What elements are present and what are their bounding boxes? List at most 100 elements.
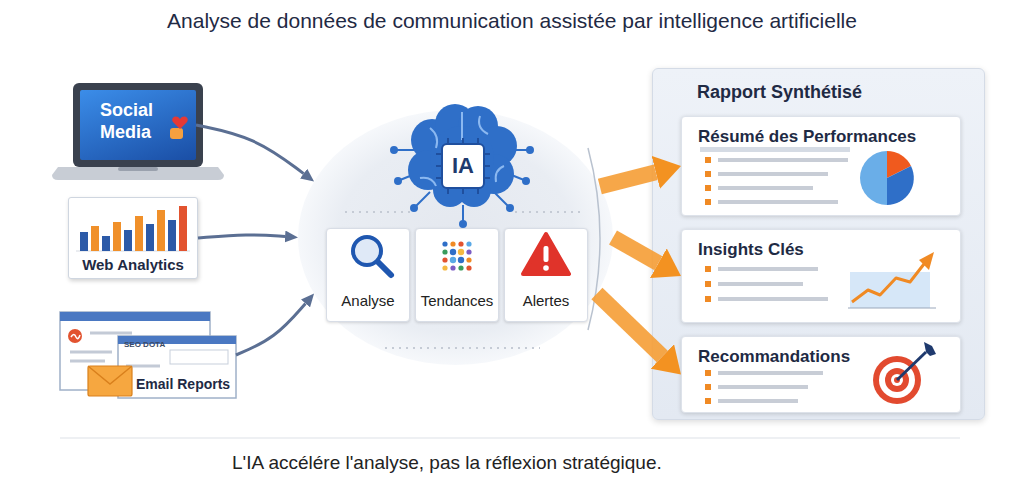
alert-icon xyxy=(523,234,569,274)
bar-chart-icon xyxy=(113,222,121,251)
laptop-illustration xyxy=(73,83,203,167)
analysis-box: Analyse xyxy=(326,228,410,322)
ai-brain-icon xyxy=(458,106,498,146)
flow-arrow xyxy=(196,125,304,174)
ai-brain-icon xyxy=(411,119,453,161)
diagram-caption: L'IA accélére l'analyse, pas la réflexio… xyxy=(232,452,662,474)
node-label: Recommandations xyxy=(698,347,850,367)
insights-card-art xyxy=(718,297,828,301)
ai-brain-icon xyxy=(477,188,479,194)
laptop-illustration xyxy=(52,83,224,180)
ai-brain-icon xyxy=(436,153,442,155)
flow-arrow xyxy=(236,303,306,355)
diagram-title: Analyse de données de communication assi… xyxy=(0,9,1024,33)
recommendations-card-art xyxy=(718,371,823,375)
summary-card-art xyxy=(705,157,711,163)
ai-brain-icon xyxy=(408,104,517,207)
email-windows-illustration xyxy=(88,366,132,384)
ai-brain-icon xyxy=(457,173,491,207)
ai-brain-icon xyxy=(477,126,517,166)
ai-brain-icon xyxy=(420,112,504,186)
ai-brain-icon xyxy=(436,138,490,194)
trends-box: Tendances xyxy=(415,228,499,322)
trend-dots-icon xyxy=(450,249,456,255)
ai-brain-icon xyxy=(462,138,464,144)
email-windows-illustration xyxy=(70,360,105,363)
ai-brain-icon xyxy=(462,205,464,222)
ai-brain-icon xyxy=(494,192,508,206)
ai-brain-icon xyxy=(391,147,533,227)
alert-icon xyxy=(523,234,569,274)
node-label: Email Reports xyxy=(136,376,230,392)
recommendations-card-art xyxy=(705,342,936,404)
node-label: Résumé des Performances xyxy=(698,127,916,147)
trend-dots-icon xyxy=(466,257,471,262)
flow-arrow xyxy=(613,238,658,264)
insights-card-art xyxy=(852,264,924,302)
ai-brain-icon xyxy=(416,192,430,206)
bar-chart-icon xyxy=(135,216,143,251)
trend-dots-icon xyxy=(450,257,456,263)
cloud-dotted-lines xyxy=(515,211,580,213)
summary-card-art xyxy=(860,151,887,205)
ai-brain-icon xyxy=(447,188,449,194)
ai-brain-icon xyxy=(436,177,442,179)
ai-brain-icon xyxy=(430,126,494,190)
recommendations-card-art xyxy=(873,356,921,404)
summary-card-art xyxy=(705,171,711,177)
summary-card-art xyxy=(700,147,914,205)
insights-card-art xyxy=(705,296,711,302)
ai-brain-icon xyxy=(474,154,514,194)
bar-chart-icon xyxy=(124,230,132,251)
trend-dots-icon xyxy=(442,265,447,270)
recommendations-card: Recommandations xyxy=(681,336,961,413)
trend-dots-icon xyxy=(466,265,471,270)
trend-dots-icon xyxy=(466,249,471,254)
trend-dots-icon xyxy=(458,265,463,270)
insights-card-art xyxy=(718,267,818,271)
email-windows-illustration xyxy=(90,332,132,335)
bar-chart-icon xyxy=(168,220,176,251)
summary-card-art xyxy=(705,185,711,191)
ai-brain-icon xyxy=(462,188,464,194)
summary-card-art xyxy=(887,151,911,178)
ai-brain-icon xyxy=(507,205,513,211)
ai-brain-icon xyxy=(411,205,417,211)
bar-chart-icon xyxy=(157,210,165,251)
recommendations-card-art xyxy=(891,374,903,386)
email-windows-illustration xyxy=(60,312,236,398)
summary-card: Résumé des Performances xyxy=(681,116,961,216)
insights-card-art xyxy=(848,308,936,309)
ai-brain-icon xyxy=(396,149,418,151)
email-reports-source: Email Reports xyxy=(58,310,236,400)
heart-icon xyxy=(172,116,187,129)
summary-card-art xyxy=(700,147,850,152)
heart-icon xyxy=(170,128,183,139)
ai-brain-icon xyxy=(420,178,436,186)
trend-dots-icon xyxy=(442,241,447,246)
summary-card-art xyxy=(718,158,848,162)
summary-card-art xyxy=(887,166,914,205)
bar-chart-icon xyxy=(91,226,99,251)
trend-dots-icon xyxy=(450,265,455,270)
node-label: Tendances xyxy=(416,292,498,309)
node-label: Web Analytics xyxy=(69,256,197,273)
recommendations-card-art xyxy=(718,399,798,403)
ai-brain-icon xyxy=(442,144,484,188)
laptop-illustration xyxy=(52,167,224,180)
trend-dots-icon xyxy=(442,249,447,254)
flow-arrow xyxy=(198,235,285,238)
recommendations-card-art xyxy=(885,368,909,392)
summary-card-art xyxy=(718,200,838,204)
ai-brain-icon xyxy=(484,165,490,167)
magnifier-icon xyxy=(353,237,391,275)
recommendations-card-art xyxy=(705,384,711,390)
social-media-screen: Social Media xyxy=(80,90,196,160)
node-label: IA xyxy=(442,144,484,188)
magnifier-icon xyxy=(377,261,391,275)
ai-brain-icon xyxy=(391,104,533,227)
summary-card-art xyxy=(718,186,813,190)
